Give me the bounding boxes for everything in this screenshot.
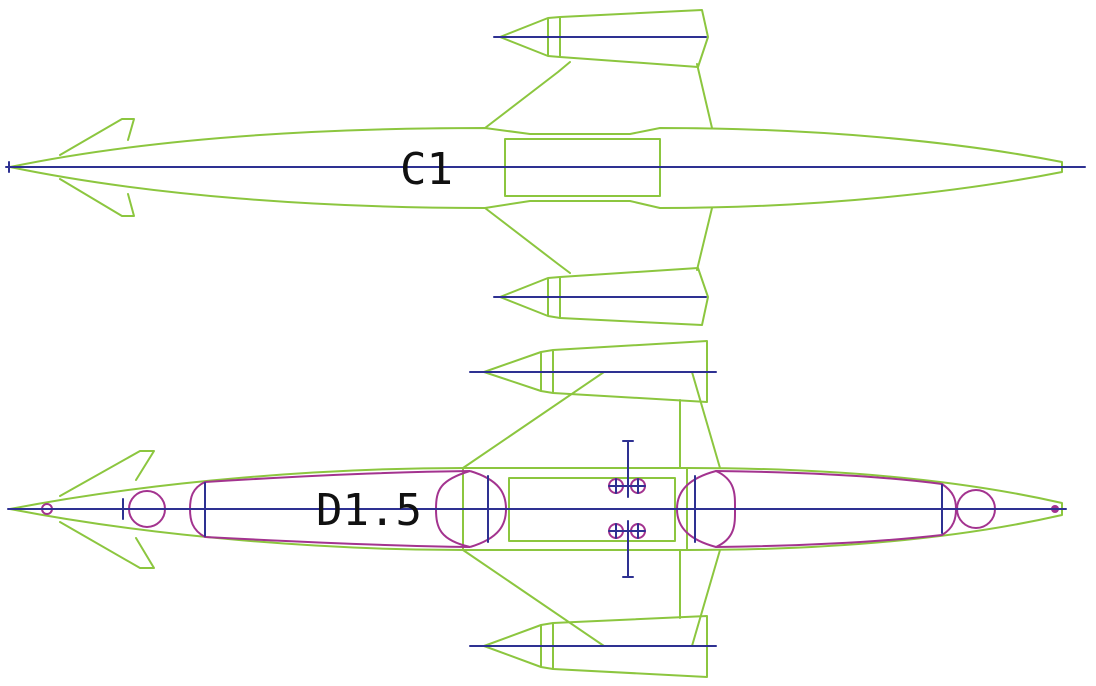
d15-label: D1.5 [316,485,422,536]
c1-canard-top [59,118,135,156]
c1-wing-lower [484,207,713,274]
d15-tank-aft [675,469,958,549]
d15-wing-lower [462,549,721,647]
design-c1: C1 [5,9,1086,326]
design-d1-5: D1.5 [7,340,1067,678]
c1-wing-upper [484,61,713,129]
d15-wing-upper [462,371,721,469]
c1-nacelle-upper [499,9,709,68]
c1-canard-bottom [59,178,135,217]
d15-fittings-cluster [608,440,646,578]
d15-canard-top [59,450,155,497]
c1-label: C1 [400,144,453,195]
d15-canard-bottom [59,521,155,569]
